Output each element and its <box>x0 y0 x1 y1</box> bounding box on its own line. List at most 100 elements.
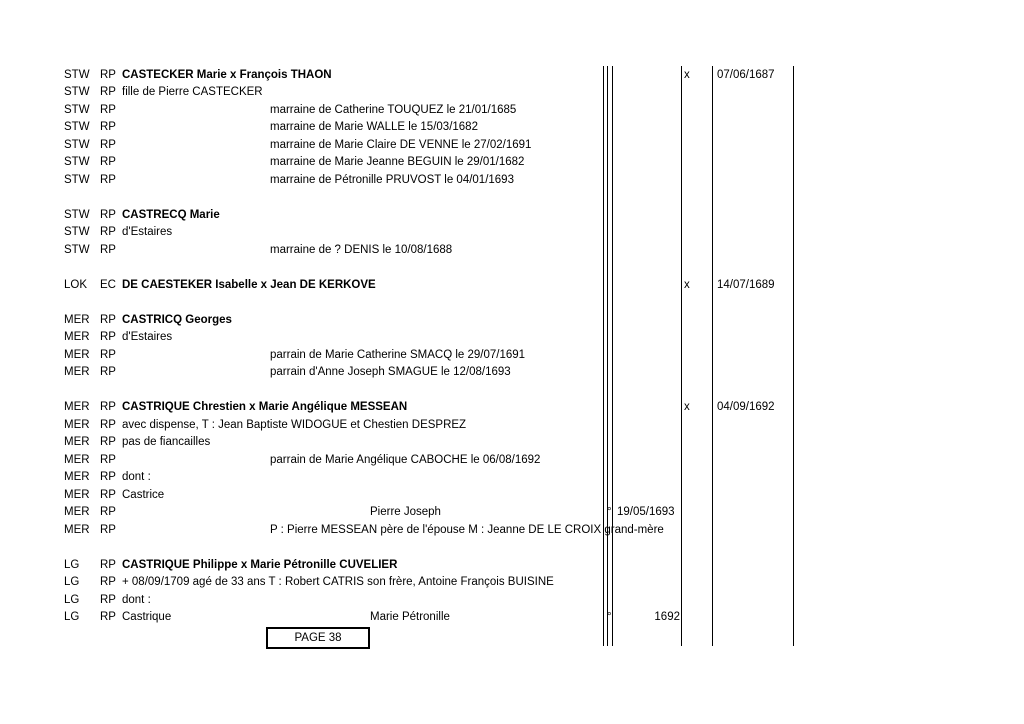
person-name: CASTECKER Marie x François THAON <box>122 69 332 81</box>
record-type: RP <box>100 524 116 536</box>
event-text: marraine de Marie WALLE le 15/03/1682 <box>270 121 478 133</box>
record-row: LOK EC DE CAESTEKER Isabelle x Jean DE KER… <box>0 277 1024 294</box>
source-code: MER <box>64 331 90 343</box>
record-type: RP <box>100 314 116 326</box>
source-code: STW <box>64 69 90 81</box>
detail-text: Castrice <box>122 489 165 501</box>
record-type: RP <box>100 419 116 431</box>
person-name: CASTRIQUE Philippe x Marie Pétronille CU… <box>122 559 398 571</box>
record-type: RP <box>100 366 116 378</box>
source-code: STW <box>64 209 90 221</box>
record-row: MER RP CASTRICQ Georges <box>0 312 1024 329</box>
column-rule-2 <box>607 66 608 646</box>
source-code: MER <box>64 436 90 448</box>
marriage-mark: x <box>684 279 690 291</box>
event-text: parrain de Marie Angélique CABOCHE le 06… <box>270 454 541 466</box>
column-rule-5 <box>712 66 713 646</box>
record-row: LG RP CASTRIQUE Philippe x Marie Pétronill… <box>0 557 1024 574</box>
source-code: STW <box>64 156 90 168</box>
source-code: STW <box>64 139 90 151</box>
record-type: RP <box>100 611 116 623</box>
detail-text: Castrique <box>122 611 172 623</box>
event-text: marraine de Catherine TOUQUEZ le 21/01/1… <box>270 104 517 116</box>
page-number-box: PAGE 38 <box>266 627 370 649</box>
record-row: MER RP P : Pierre MESSEAN père de l'épouse… <box>0 522 1024 539</box>
event-text: marraine de Marie Claire DE VENNE le 27/… <box>270 139 532 151</box>
person-name: CASTRECQ Marie <box>122 209 220 221</box>
event-text: marraine de Marie Jeanne BEGUIN le 29/01… <box>270 156 525 168</box>
source-code: STW <box>64 244 90 256</box>
source-code: MER <box>64 454 90 466</box>
detail-text: d'Estaires <box>122 226 173 238</box>
marriage-mark: x <box>684 401 690 413</box>
source-code: LG <box>64 594 80 606</box>
record-type: RP <box>100 86 116 98</box>
child-name: Pierre Joseph <box>370 506 441 518</box>
record-type: RP <box>100 349 116 361</box>
birth-date: 19/05/1693 <box>617 506 675 518</box>
source-code: MER <box>64 366 90 378</box>
detail-text: + 08/09/1709 agé de 33 ans T : Robert CA… <box>122 576 554 588</box>
column-rule-4 <box>681 66 682 646</box>
source-code: MER <box>64 419 90 431</box>
source-code: LOK <box>64 279 88 291</box>
record-row: STW RP marraine de Marie Jeanne BEGUIN le … <box>0 154 1024 171</box>
source-code: MER <box>64 506 90 518</box>
source-code: MER <box>64 314 90 326</box>
source-code: MER <box>64 489 90 501</box>
record-type: RP <box>100 331 116 343</box>
event-text: parrain d'Anne Joseph SMAGUE le 12/08/16… <box>270 366 511 378</box>
record-type: EC <box>100 279 116 291</box>
record-type: RP <box>100 69 116 81</box>
detail-text: pas de fiancailles <box>122 436 211 448</box>
event-text: marraine de Pétronille PRUVOST le 04/01/… <box>270 174 514 186</box>
source-code: LG <box>64 611 80 623</box>
source-code: LG <box>64 559 80 571</box>
record-type: RP <box>100 226 116 238</box>
marriage-date: 04/09/1692 <box>717 401 775 413</box>
record-type: RP <box>100 104 116 116</box>
source-code: MER <box>64 524 90 536</box>
person-name: CASTRICQ Georges <box>122 314 232 326</box>
detail-text: dont : <box>122 471 151 483</box>
page-number: PAGE 38 <box>294 632 342 644</box>
source-code: STW <box>64 226 90 238</box>
detail-text: dont : <box>122 594 151 606</box>
source-code: STW <box>64 174 90 186</box>
marriage-date: 14/07/1689 <box>717 279 775 291</box>
source-code: STW <box>64 121 90 133</box>
record-row: MER RP Castrice <box>0 487 1024 504</box>
birth-year: 1692 <box>654 611 680 623</box>
person-name: CASTRIQUE Chrestien x Marie Angélique ME… <box>122 401 408 413</box>
record-type: RP <box>100 489 116 501</box>
event-text: marraine de ? DENIS le 10/08/1688 <box>270 244 453 256</box>
record-type: RP <box>100 559 116 571</box>
source-code: STW <box>64 86 90 98</box>
event-text: P : Pierre MESSEAN père de l'épouse M : … <box>270 524 664 536</box>
event-text: parrain de Marie Catherine SMACQ le 29/0… <box>270 349 526 361</box>
marriage-date: 07/06/1687 <box>717 69 775 81</box>
birth-symbol: ° <box>607 506 612 518</box>
record-type: RP <box>100 576 116 588</box>
person-name: DE CAESTEKER Isabelle x Jean DE KERKOVE <box>122 279 376 291</box>
record-row: MER RP parrain d'Anne Joseph SMAGUE le 12/… <box>0 364 1024 381</box>
record-type: RP <box>100 156 116 168</box>
record-type: RP <box>100 471 116 483</box>
child-name: Marie Pétronille <box>370 611 450 623</box>
record-type: RP <box>100 506 116 518</box>
